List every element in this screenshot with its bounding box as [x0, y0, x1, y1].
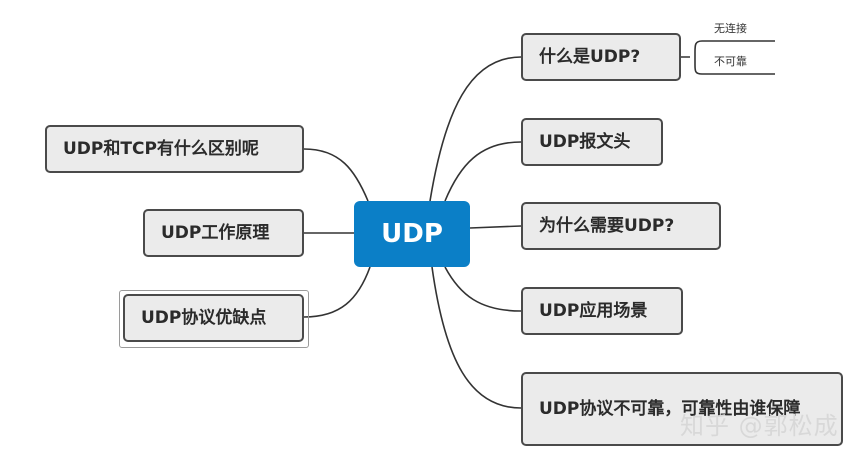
- topic-udp-principle[interactable]: UDP工作原理: [143, 209, 304, 257]
- selection-frame: [119, 290, 309, 348]
- topic-udp-vs-tcp[interactable]: UDP和TCP有什么区别呢: [45, 125, 304, 173]
- link-udp-vs-tcp: [303, 148, 369, 202]
- topic-udp-reliability[interactable]: UDP协议不可靠，可靠性由谁保障: [521, 372, 843, 446]
- watermark: 知乎 @郭松成: [680, 412, 839, 440]
- link-why-udp: [469, 225, 522, 229]
- topic-what-is-udp[interactable]: 什么是UDP?: [521, 33, 681, 81]
- subtopic-no-connection[interactable]: 无连接: [714, 22, 747, 35]
- central-topic-udp[interactable]: UDP: [354, 201, 470, 267]
- topic-udp-header[interactable]: UDP报文头: [521, 118, 663, 166]
- link-sub-bracket: [681, 40, 703, 75]
- link-udp-header: [444, 141, 522, 202]
- topic-udp-reliability-label: UDP协议不可靠，可靠性由谁保障: [539, 398, 801, 419]
- topic-udp-scenarios[interactable]: UDP应用场景: [521, 287, 683, 335]
- topic-udp-pros-cons[interactable]: UDP协议优缺点: [123, 294, 304, 342]
- link-udp-scenarios: [444, 266, 522, 312]
- link-what-is-udp: [429, 56, 522, 202]
- link-udp-pros-cons: [303, 266, 371, 318]
- subtopic-unreliable[interactable]: 不可靠: [714, 55, 747, 68]
- topic-why-need-udp[interactable]: 为什么需要UDP?: [521, 202, 721, 250]
- link-udp-reliability: [431, 266, 522, 409]
